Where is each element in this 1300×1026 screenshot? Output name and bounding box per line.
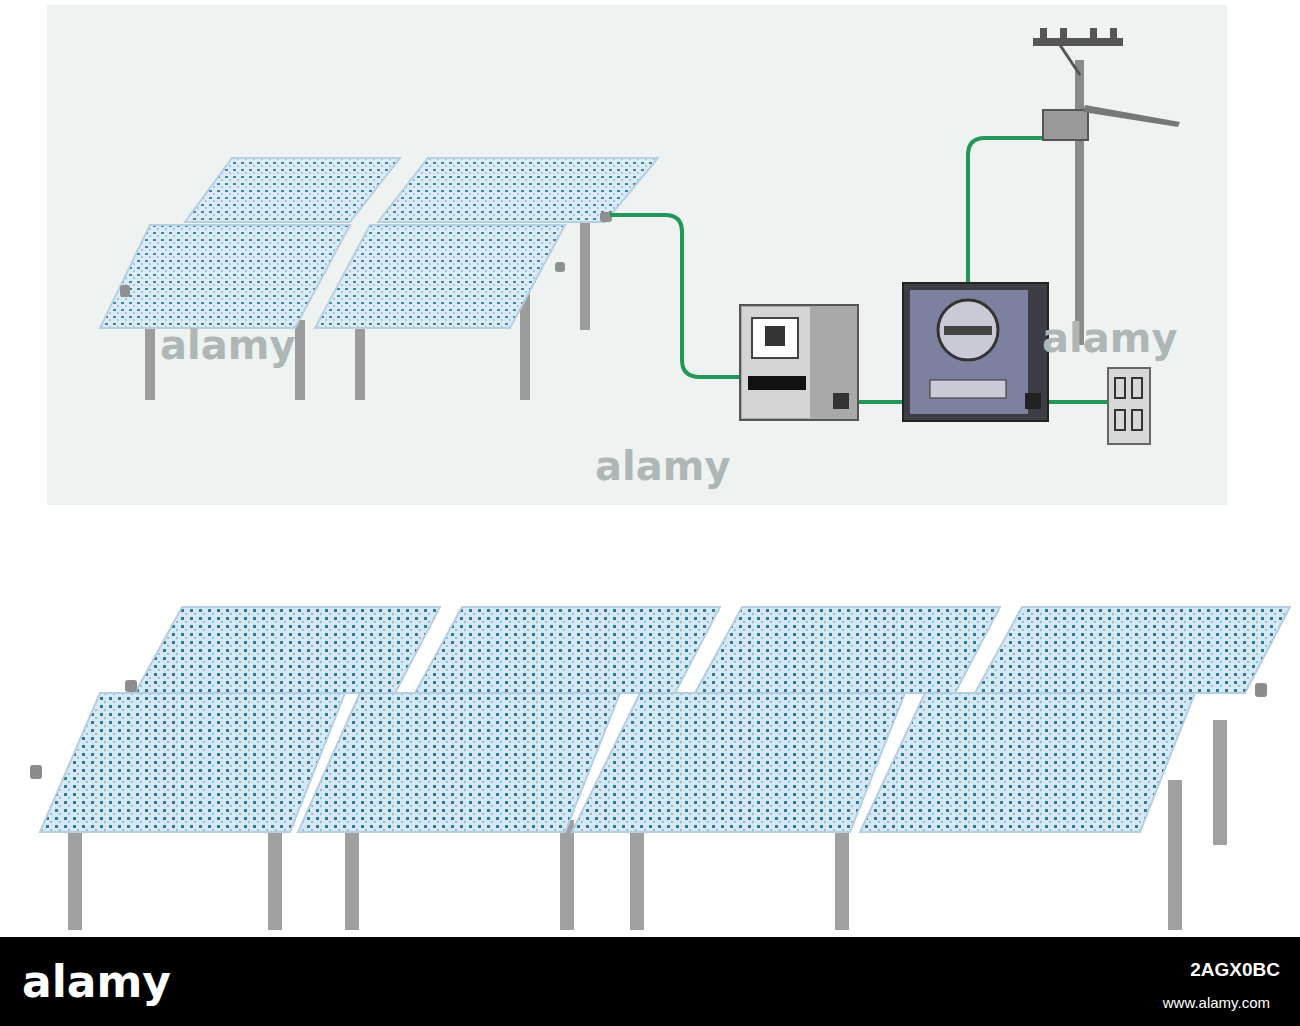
watermark: alamy (595, 446, 730, 486)
inverter-box (740, 305, 858, 420)
utility-pole (1033, 28, 1180, 345)
breaker-panel (1108, 368, 1150, 444)
meter-box (903, 283, 1048, 421)
footer-url: www.alamy.com (1163, 995, 1270, 1010)
image-code: 2AGX0BC (1190, 960, 1280, 979)
footer-bar (0, 937, 1300, 1026)
solar-panels-bottom (40, 607, 1290, 832)
solar-panels-top (100, 158, 658, 328)
watermark: alamy (1042, 318, 1177, 358)
footer-logo: alamy (22, 960, 171, 1004)
watermark: alamy (160, 325, 295, 365)
top-panel-ground (47, 5, 1227, 505)
